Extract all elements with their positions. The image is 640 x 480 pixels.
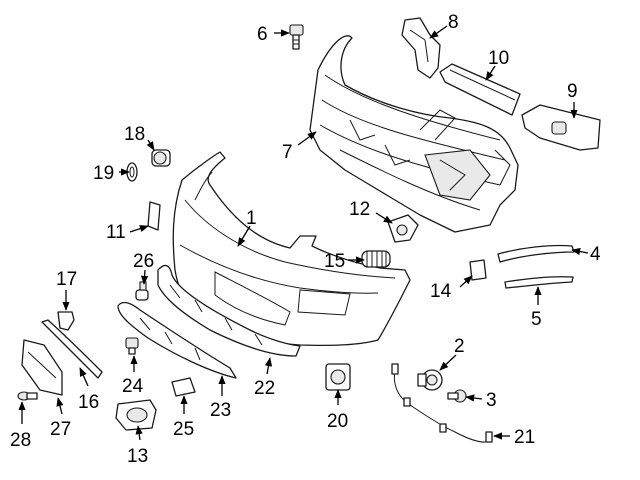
part-7-impact-absorber: [309, 35, 519, 233]
callout-19: 19: [93, 163, 114, 184]
callout-23: 23: [210, 400, 231, 421]
callout-22: 22: [254, 378, 275, 399]
part-9-side-bracket: [521, 104, 601, 151]
part-17-clip: [57, 311, 75, 331]
part-24-bolt: [125, 337, 139, 355]
callout-17: 17: [56, 269, 77, 290]
part-3-screw: [447, 389, 467, 403]
callout-7: 7: [282, 142, 293, 163]
callout-1: 1: [246, 208, 257, 229]
callout-13: 13: [127, 446, 148, 467]
part-11-bracket: [147, 201, 161, 231]
part-14-clip: [469, 259, 487, 281]
leader-lines: [18, 25, 589, 441]
callout-4: 4: [590, 244, 601, 265]
part-4-trim-strip: [497, 244, 575, 263]
part-25-clip: [171, 377, 196, 397]
part-22-spoiler: [157, 264, 301, 357]
part-27-license-bracket: [21, 339, 63, 396]
callout-3: 3: [486, 390, 497, 411]
callout-14: 14: [430, 281, 452, 302]
part-23-lower-trim: [117, 301, 237, 379]
callout-12: 12: [349, 199, 370, 220]
callout-11: 11: [106, 222, 126, 243]
callout-25: 25: [173, 419, 194, 440]
callout-21: 21: [514, 427, 535, 448]
part-2-sensor: [417, 369, 443, 391]
callout-24: 24: [122, 376, 144, 397]
callout-8: 8: [448, 12, 459, 33]
callout-6: 6: [257, 24, 268, 45]
part-10-absorber-strip: [439, 63, 521, 116]
callout-2: 2: [454, 336, 465, 357]
callout-28: 28: [10, 430, 31, 451]
callout-10: 10: [488, 48, 509, 69]
part-6-bolt: [289, 24, 304, 50]
part-15-bellows: [361, 250, 391, 268]
callout-18: 18: [124, 124, 145, 145]
part-20-sensor-mount: [325, 363, 351, 391]
part-8-bracket: [401, 17, 441, 79]
callout-5: 5: [531, 309, 542, 330]
callout-9: 9: [567, 81, 578, 102]
callout-27: 27: [50, 419, 71, 440]
part-16-molding: [41, 319, 103, 379]
part-13-fog-bezel: [115, 399, 157, 431]
callout-20: 20: [327, 411, 348, 432]
part-12-bracket: [387, 214, 419, 243]
callout-15: 15: [324, 251, 345, 272]
part-18-sensor: [151, 149, 171, 167]
part-5-trim-strip: [504, 276, 574, 289]
part-21-wiring-harness: [391, 363, 493, 443]
callout-16: 16: [78, 392, 99, 413]
part-26-pin: [135, 281, 149, 301]
callout-26: 26: [133, 251, 154, 272]
part-28-screw: [17, 391, 38, 401]
callout-labels: 1 2 3 4 5 6 7 8 9 10 11 12 13 14 15 16 1…: [10, 12, 601, 467]
